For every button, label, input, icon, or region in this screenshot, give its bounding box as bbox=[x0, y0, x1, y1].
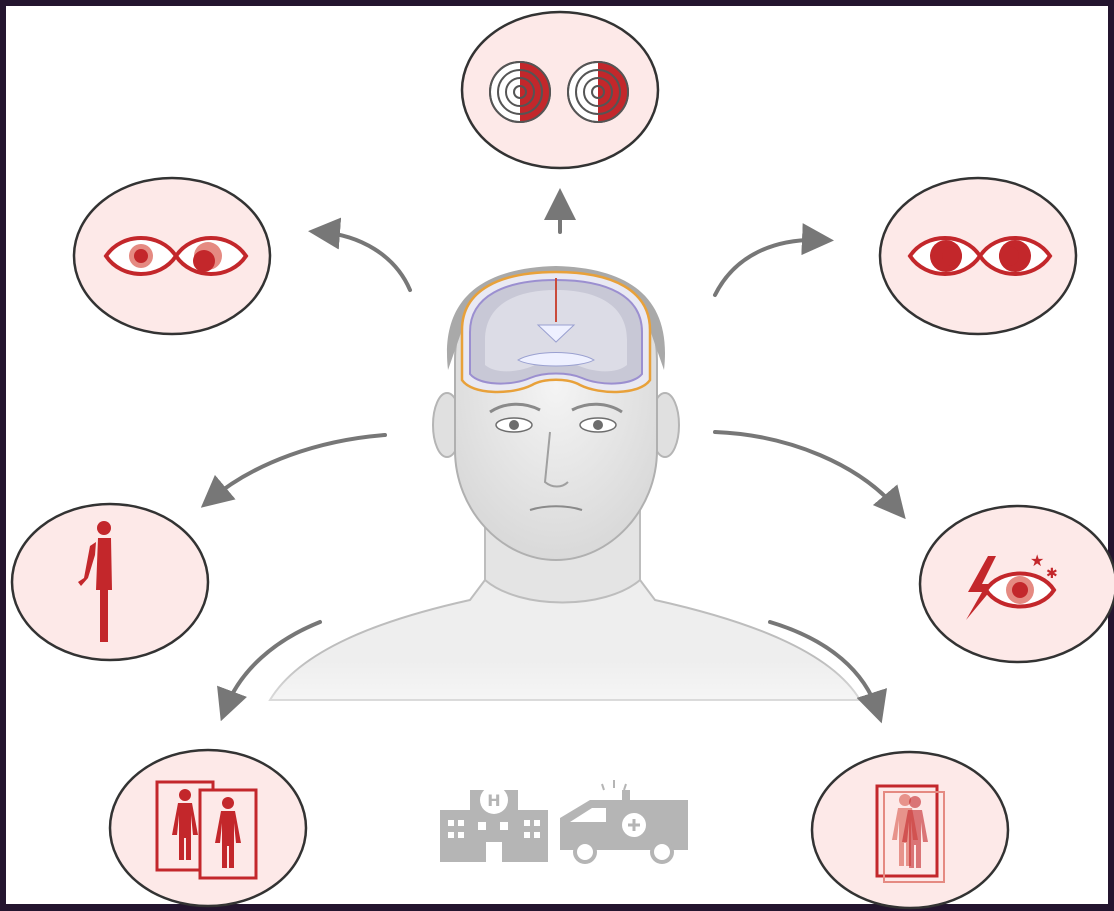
bubble-diplopia bbox=[110, 750, 306, 906]
bubble-pupils-right bbox=[880, 178, 1076, 334]
bubble-hemiparesis bbox=[12, 504, 208, 660]
stars-icon: ★ bbox=[1030, 551, 1044, 570]
brain-section bbox=[462, 272, 650, 392]
svg-text:H: H bbox=[487, 791, 500, 810]
bubble-pupils-left bbox=[74, 178, 270, 334]
bubble-blurred-vision bbox=[812, 752, 1008, 908]
bubble-visual-field bbox=[462, 12, 658, 168]
overlapping-body-icon bbox=[877, 786, 944, 882]
bubble-photophobia: ★ ✱ bbox=[920, 506, 1114, 662]
double-body-icon bbox=[157, 782, 256, 878]
svg-text:✱: ✱ bbox=[1046, 566, 1058, 582]
